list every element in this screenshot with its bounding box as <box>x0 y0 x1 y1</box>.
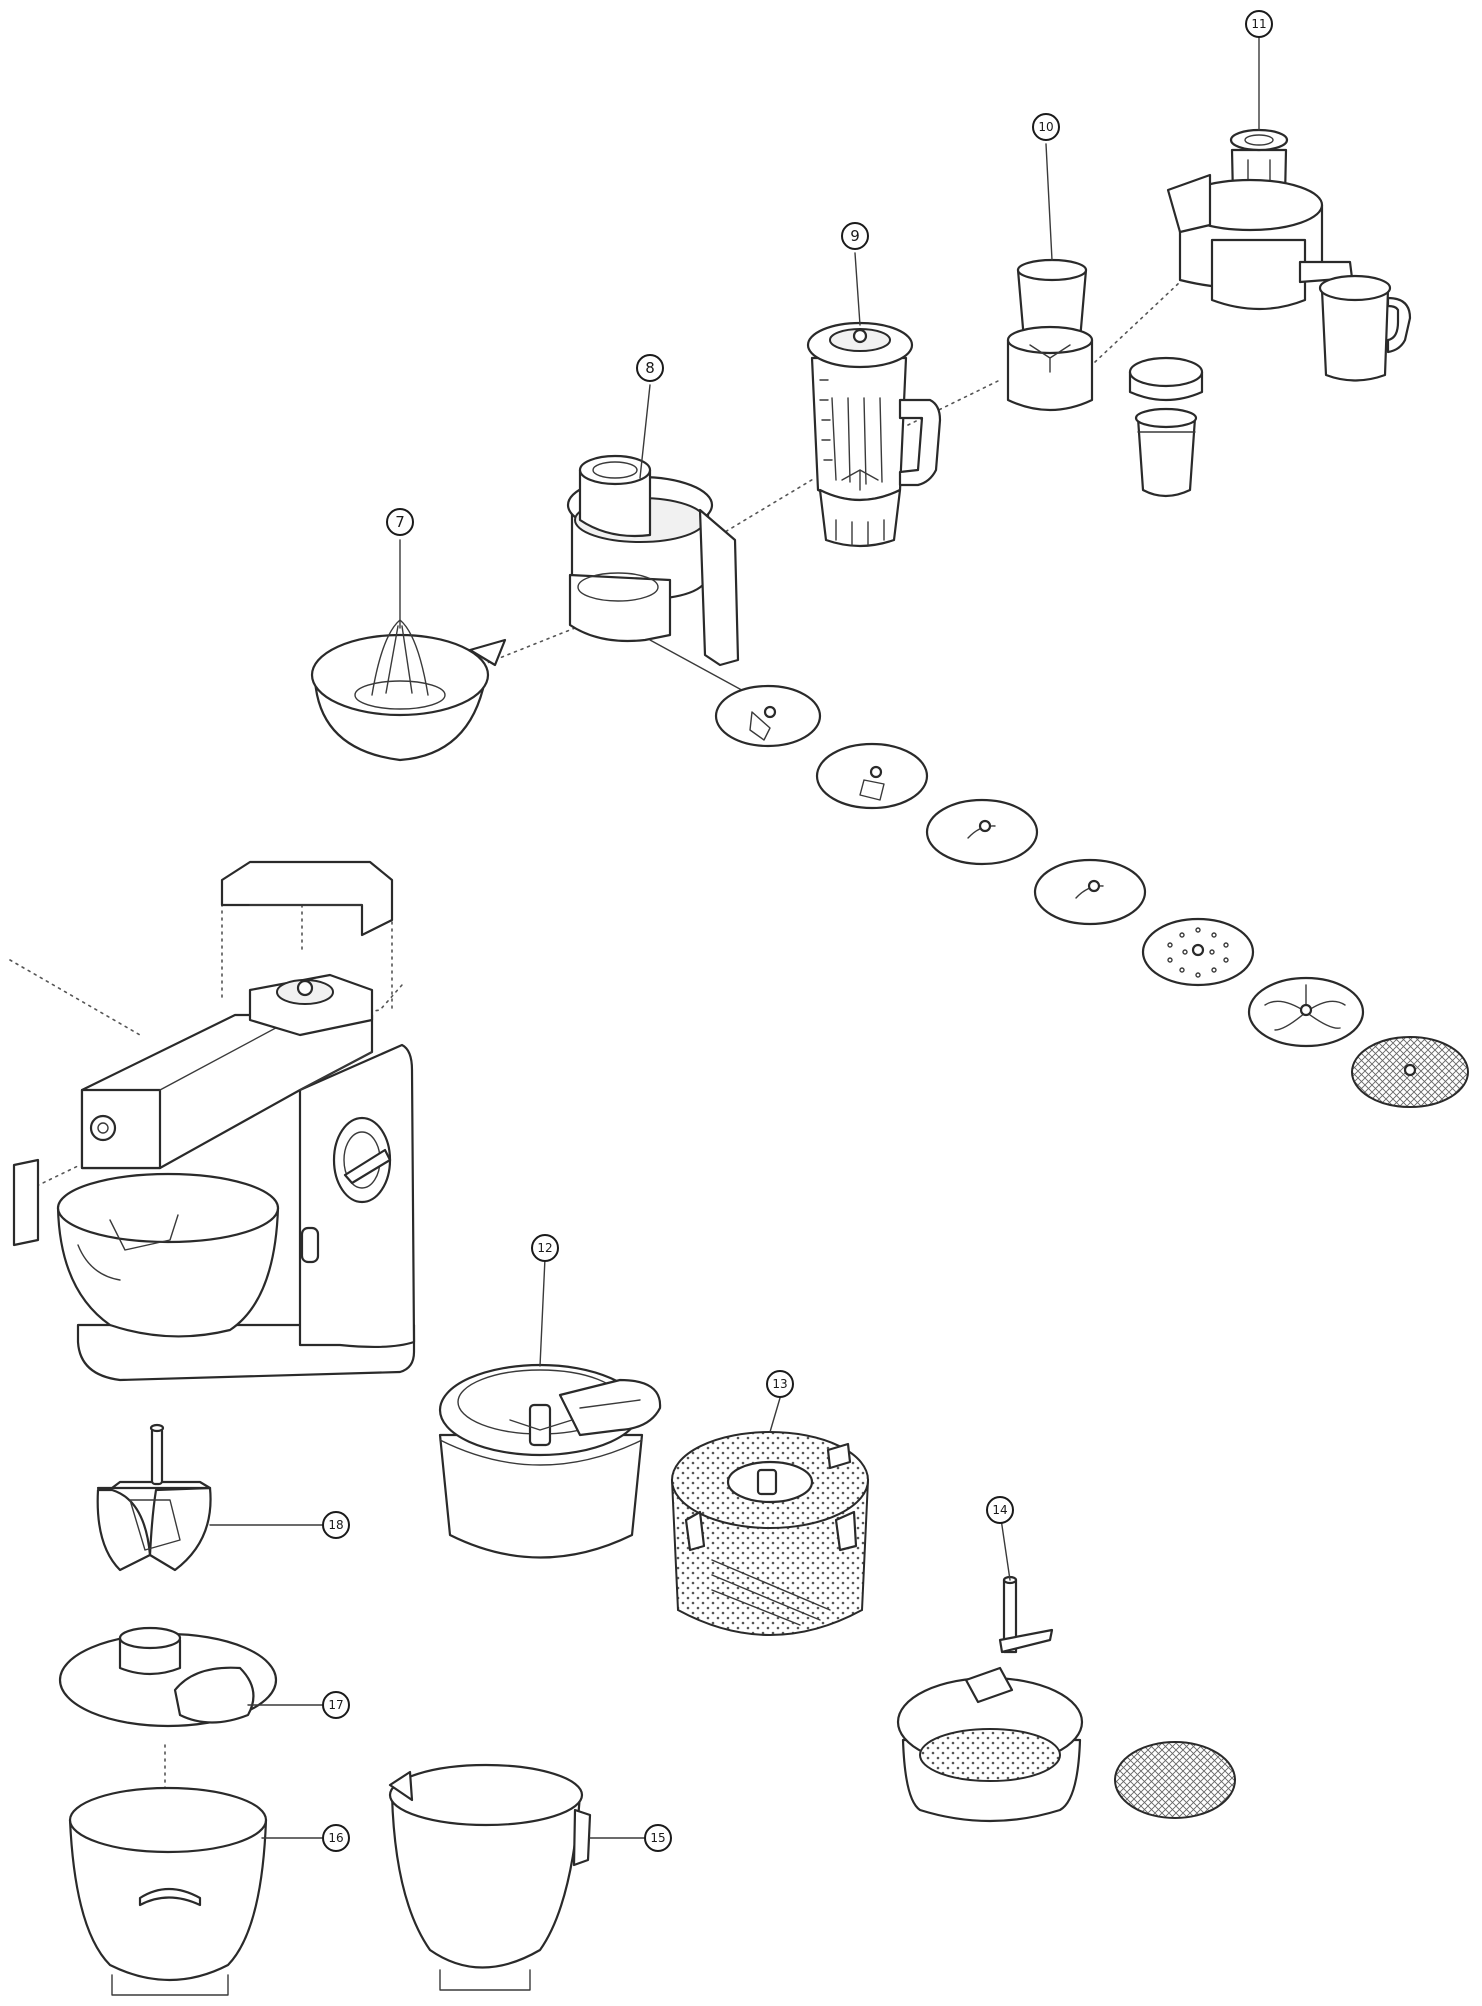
mill-storage-jar <box>1128 356 1204 498</box>
callout-15: 15 <box>644 1824 672 1852</box>
grating-disc-coarse <box>1141 917 1255 987</box>
callout-10: 10 <box>1032 113 1060 141</box>
food-processor <box>566 454 761 701</box>
slicing-disc-2 <box>815 742 929 810</box>
slicing-disc-4 <box>1033 858 1147 926</box>
svg-text:12: 12 <box>537 1241 552 1255</box>
svg-text:18: 18 <box>328 1518 343 1532</box>
sieve <box>896 1575 1236 1823</box>
grating-disc-medium <box>1247 976 1365 1048</box>
splash-guard <box>58 1626 278 1728</box>
stand-mixer <box>12 973 416 1382</box>
disc-set <box>714 684 1469 1108</box>
svg-text:8: 8 <box>645 359 655 377</box>
glass-bowl <box>388 1763 592 1991</box>
svg-text:11: 11 <box>1251 17 1266 31</box>
juicer <box>1166 128 1412 382</box>
callout-14: 14 <box>986 1496 1014 1524</box>
grating-disc-fine <box>1351 1036 1469 1108</box>
svg-text:7: 7 <box>395 513 405 531</box>
k-beater <box>96 1423 212 1572</box>
svg-text:13: 13 <box>772 1377 787 1391</box>
mixing-bowl <box>68 1786 268 1996</box>
dicing-kit <box>670 1431 870 1636</box>
blender <box>806 321 942 548</box>
multi-mill <box>1006 258 1094 412</box>
svg-text:14: 14 <box>992 1503 1007 1517</box>
callout-18: 18 <box>322 1511 350 1539</box>
callout-16: 16 <box>322 1824 350 1852</box>
callout-11: 11 <box>1245 10 1273 38</box>
callout-8: 8 <box>636 354 664 382</box>
callout-9: 9 <box>841 222 869 250</box>
slicing-disc-1 <box>714 684 822 748</box>
svg-text:9: 9 <box>850 227 860 245</box>
svg-text:10: 10 <box>1038 120 1053 134</box>
callout-13: 13 <box>766 1370 794 1398</box>
callout-7: 7 <box>386 508 414 536</box>
svg-text:16: 16 <box>328 1831 343 1845</box>
citrus-juicer <box>310 619 507 762</box>
callout-17: 17 <box>322 1691 350 1719</box>
outlet-cover <box>220 860 394 937</box>
svg-text:17: 17 <box>328 1698 343 1712</box>
slicing-disc-3 <box>925 798 1039 866</box>
callout-12: 12 <box>531 1234 559 1262</box>
svg-text:15: 15 <box>650 1831 665 1845</box>
ice-cream-maker <box>438 1363 662 1559</box>
